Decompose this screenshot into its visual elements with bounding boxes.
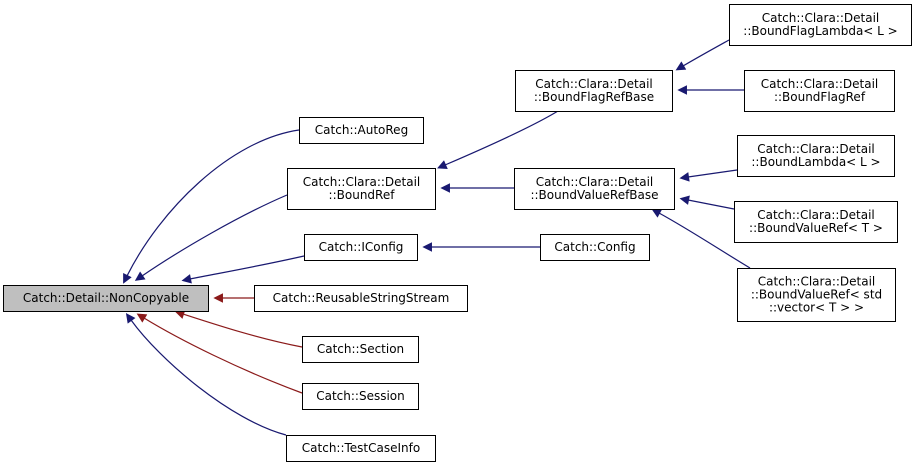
- class-node-label-line: Catch::Detail::NonCopyable: [23, 291, 189, 305]
- class-node-section[interactable]: Catch::Section: [302, 336, 419, 363]
- edge-bound-lambda-to-bound-value-ref-base: [679, 169, 738, 182]
- class-node-label-line: Catch::Clara::Detail: [761, 77, 879, 91]
- class-node-label-line: ::BoundLambda< L >: [751, 155, 880, 169]
- class-node-box: [3, 285, 209, 312]
- class-node-label-line: ::BoundRef: [329, 188, 396, 202]
- class-node-label-line: Catch::IConfig: [319, 240, 404, 254]
- class-node-label-line: ::BoundValueRefBase: [530, 188, 658, 202]
- edge-bound-value-ref-vector-to-bound-value-ref-base: [651, 208, 751, 269]
- class-node-box: [287, 168, 436, 210]
- edges-layer: [123, 39, 751, 436]
- class-node-label-line: Catch::Clara::Detail: [762, 11, 880, 25]
- class-node-label-line: Catch::Clara::Detail: [758, 275, 876, 289]
- class-node-box: [286, 435, 436, 462]
- edge-section-to-noncopyable: [174, 309, 303, 348]
- class-node-noncopyable[interactable]: Catch::Detail::NonCopyable: [3, 285, 209, 312]
- class-node-box: [737, 268, 896, 322]
- edge-test-case-info-to-noncopyable: [125, 313, 287, 436]
- class-node-box: [514, 168, 675, 210]
- class-node-box: [302, 383, 419, 410]
- class-node-label-line: Catch::AutoReg: [315, 123, 408, 137]
- edge-boundref-to-noncopyable: [134, 194, 288, 281]
- class-node-box: [299, 117, 424, 144]
- class-node-box: [302, 336, 419, 363]
- class-node-label-line: Catch::Clara::Detail: [535, 77, 653, 91]
- class-node-bound-value-ref-base[interactable]: Catch::Clara::Detail::BoundValueRefBase: [514, 168, 675, 210]
- class-node-label-line: Catch::TestCaseInfo: [302, 441, 420, 455]
- class-node-label-line: Catch::Clara::Detail: [536, 175, 654, 189]
- class-node-label-line: Catch::Clara::Detail: [757, 142, 875, 156]
- class-node-boundref[interactable]: Catch::Clara::Detail::BoundRef: [287, 168, 436, 210]
- class-node-autoreg[interactable]: Catch::AutoReg: [299, 117, 424, 144]
- class-node-box: [515, 70, 673, 112]
- edge-bound-flag-ref-base-to-boundref: [437, 110, 559, 170]
- class-node-bound-value-ref[interactable]: Catch::Clara::Detail::BoundValueRef< T >: [734, 201, 898, 243]
- class-node-label-line: ::BoundValueRef< T >: [749, 221, 883, 235]
- class-node-box: [744, 70, 895, 112]
- class-node-box: [540, 234, 650, 261]
- edge-iconfig-to-noncopyable: [181, 255, 305, 284]
- class-node-test-case-info[interactable]: Catch::TestCaseInfo: [286, 435, 436, 462]
- edge-bound-flag-lambda-to-bound-flag-ref-base: [675, 39, 730, 71]
- class-node-config[interactable]: Catch::Config: [540, 234, 650, 261]
- class-node-box: [734, 201, 898, 243]
- class-node-bound-flag-ref-base[interactable]: Catch::Clara::Detail::BoundFlagRefBase: [515, 70, 673, 112]
- class-node-box: [729, 4, 912, 46]
- class-node-iconfig[interactable]: Catch::IConfig: [304, 234, 418, 261]
- edge-autoreg-to-noncopyable: [123, 129, 300, 284]
- nodes-layer: Catch::Detail::NonCopyable Catch::AutoReg…: [3, 4, 912, 462]
- class-node-label-line: Catch::Section: [317, 342, 404, 356]
- class-node-label-line: ::BoundValueRef< std: [751, 288, 882, 302]
- class-node-box: [737, 135, 895, 177]
- class-node-label-line: Catch::Clara::Detail: [303, 175, 421, 189]
- class-node-box: [254, 285, 468, 312]
- class-node-label-line: Catch::Session: [316, 389, 405, 403]
- class-node-label-line: ::BoundFlagRef: [774, 90, 866, 104]
- class-node-label-line: Catch::Clara::Detail: [757, 208, 875, 222]
- class-node-bound-value-ref-vector[interactable]: Catch::Clara::Detail::BoundValueRef< std…: [737, 268, 896, 322]
- class-node-label-line: Catch::Config: [554, 240, 635, 254]
- class-node-bound-flag-ref[interactable]: Catch::Clara::Detail::BoundFlagRef: [744, 70, 895, 112]
- class-node-reusable-string-stream[interactable]: Catch::ReusableStringStream: [254, 285, 468, 312]
- class-node-label-line: ::BoundFlagLambda< L >: [743, 24, 897, 38]
- edge-bound-value-ref-to-bound-value-ref-base: [679, 195, 735, 210]
- class-node-label-line: Catch::ReusableStringStream: [273, 291, 450, 305]
- class-node-box: [304, 234, 418, 261]
- class-node-label-line: ::BoundFlagRefBase: [534, 90, 654, 104]
- class-node-label-line: ::vector< T > >: [769, 301, 864, 315]
- class-node-bound-lambda[interactable]: Catch::Clara::Detail::BoundLambda< L >: [737, 135, 895, 177]
- edge-session-to-noncopyable: [136, 313, 303, 394]
- class-node-session[interactable]: Catch::Session: [302, 383, 419, 410]
- class-node-bound-flag-lambda[interactable]: Catch::Clara::Detail::BoundFlagLambda< L…: [729, 4, 912, 46]
